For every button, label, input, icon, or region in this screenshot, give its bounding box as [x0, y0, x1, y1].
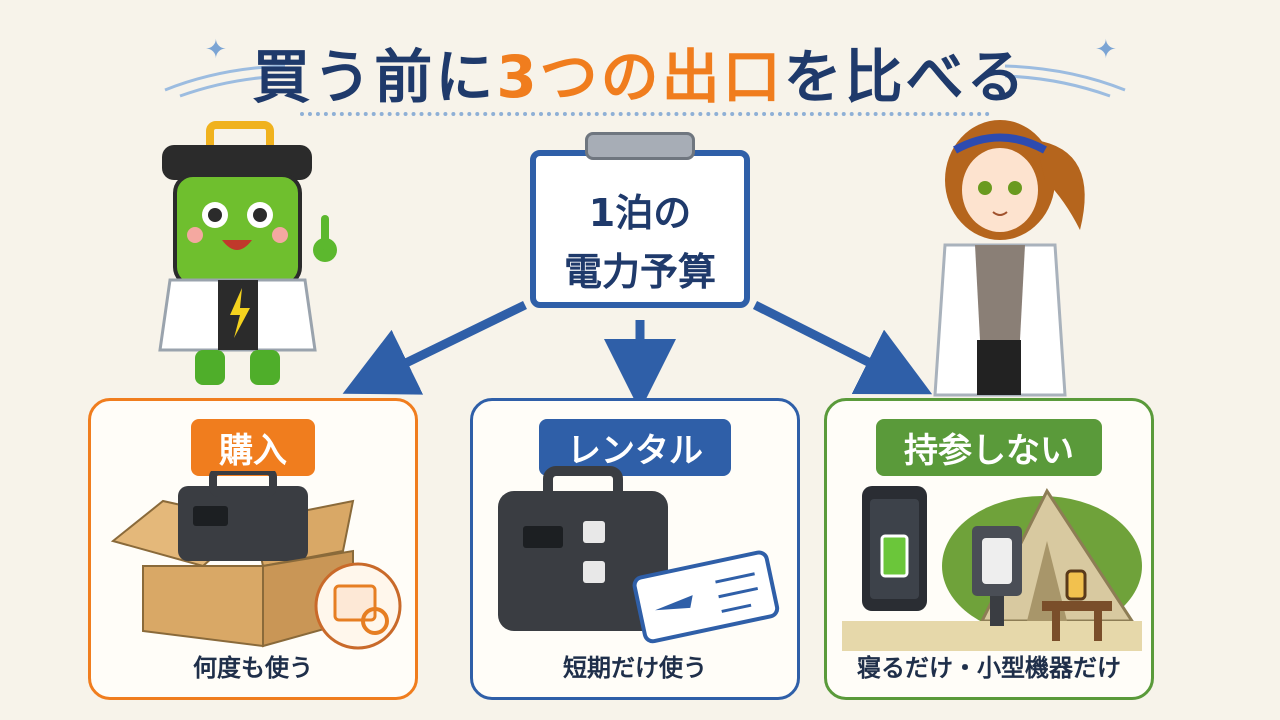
page-title: 買う前に3つの出口を比べる: [0, 30, 1280, 114]
arrow-right: [752, 300, 933, 395]
title-prefix: 買う前に: [252, 43, 497, 111]
budget-line1: 1泊の: [588, 191, 692, 235]
sparkle-icon: ✦: [205, 35, 227, 65]
option-card-rental: レンタル 短期だけ使う: [470, 398, 800, 700]
scientist-character-illustration: [933, 120, 1085, 397]
title-divider: [300, 112, 990, 116]
rental-power-station-illustration: [498, 466, 780, 644]
option-caption-purchase: 何度も使う: [193, 654, 313, 682]
battery-mascot-illustration: [158, 121, 337, 385]
sparkle-icon: ✦: [1095, 35, 1117, 65]
budget-clipboard: 1泊の 電力予算: [530, 150, 750, 308]
arrow-left: [342, 300, 527, 395]
option-caption-none: 寝るだけ・小型機器だけ: [857, 654, 1121, 682]
title-swoosh-right: [1004, 64, 1126, 98]
title-accent: 3つの出口: [496, 43, 784, 111]
option-card-none: 持参しない 寝るだけ・小型機器だけ: [824, 398, 1154, 700]
option-card-purchase: 購入 何度も使う: [88, 398, 418, 700]
clipboard-clip-icon: [585, 132, 695, 160]
boxed-power-station-illustration: [110, 471, 402, 650]
option-caption-rental: 短期だけ使う: [563, 654, 707, 682]
option-badge-none: 持参しない: [876, 419, 1102, 476]
title-swoosh-left: [164, 64, 286, 98]
budget-line2: 電力予算: [563, 250, 716, 294]
camp-outlet-illustration: [842, 486, 1142, 651]
title-suffix: を比べる: [783, 43, 1028, 111]
option-badge-purchase: 購入: [191, 419, 315, 476]
